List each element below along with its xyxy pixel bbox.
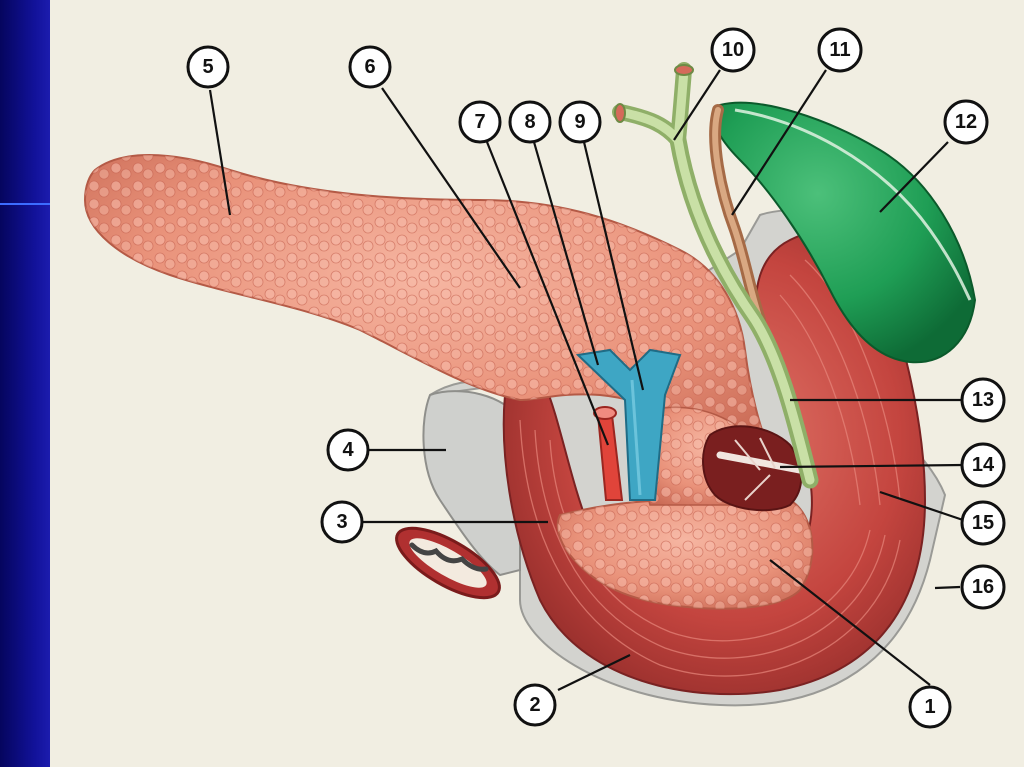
jejunum-tube <box>422 390 521 577</box>
label-9: 9 <box>574 111 585 133</box>
label-5: 5 <box>202 56 213 78</box>
callout-14: 14 <box>960 442 1006 488</box>
jejunum-folds <box>409 542 489 572</box>
callout-9: 9 <box>558 100 602 144</box>
slide-accent-line <box>0 203 50 205</box>
slide-side-bar <box>0 0 50 767</box>
callout-2: 2 <box>513 683 557 727</box>
label-16: 16 <box>972 576 994 598</box>
label-13: 13 <box>972 389 994 411</box>
label-11: 11 <box>829 39 850 61</box>
label-10: 10 <box>722 39 744 61</box>
callout-6: 6 <box>348 45 392 89</box>
pancreas-head-lobules <box>557 494 813 609</box>
callout-13: 13 <box>960 377 1006 423</box>
callout-11: 11 <box>817 27 863 73</box>
label-7: 7 <box>474 111 485 133</box>
label-15: 15 <box>972 512 994 534</box>
callout-4: 4 <box>326 428 370 472</box>
callout-7: 7 <box>458 100 502 144</box>
callout-5: 5 <box>186 45 230 89</box>
label-2: 2 <box>529 694 540 716</box>
callout-16: 16 <box>960 564 1006 610</box>
label-3: 3 <box>336 511 347 533</box>
portal-vein <box>575 348 682 501</box>
label-6: 6 <box>364 56 375 78</box>
label-8: 8 <box>524 111 535 133</box>
label-1: 1 <box>924 696 935 718</box>
label-12: 12 <box>955 111 977 133</box>
leader-lines <box>208 69 964 691</box>
label-14: 14 <box>972 454 995 476</box>
callout-12: 12 <box>943 99 989 145</box>
pancreas-lobules <box>85 155 770 460</box>
label-4: 4 <box>342 439 354 461</box>
duodenum-striations <box>519 259 901 677</box>
callout-10: 10 <box>710 27 756 73</box>
duodenal-papilla-window <box>702 425 803 512</box>
callout-8: 8 <box>508 100 552 144</box>
callout-3: 3 <box>320 500 364 544</box>
callout-15: 15 <box>960 500 1006 546</box>
gallbladder <box>711 101 977 364</box>
callout-1: 1 <box>908 685 952 729</box>
